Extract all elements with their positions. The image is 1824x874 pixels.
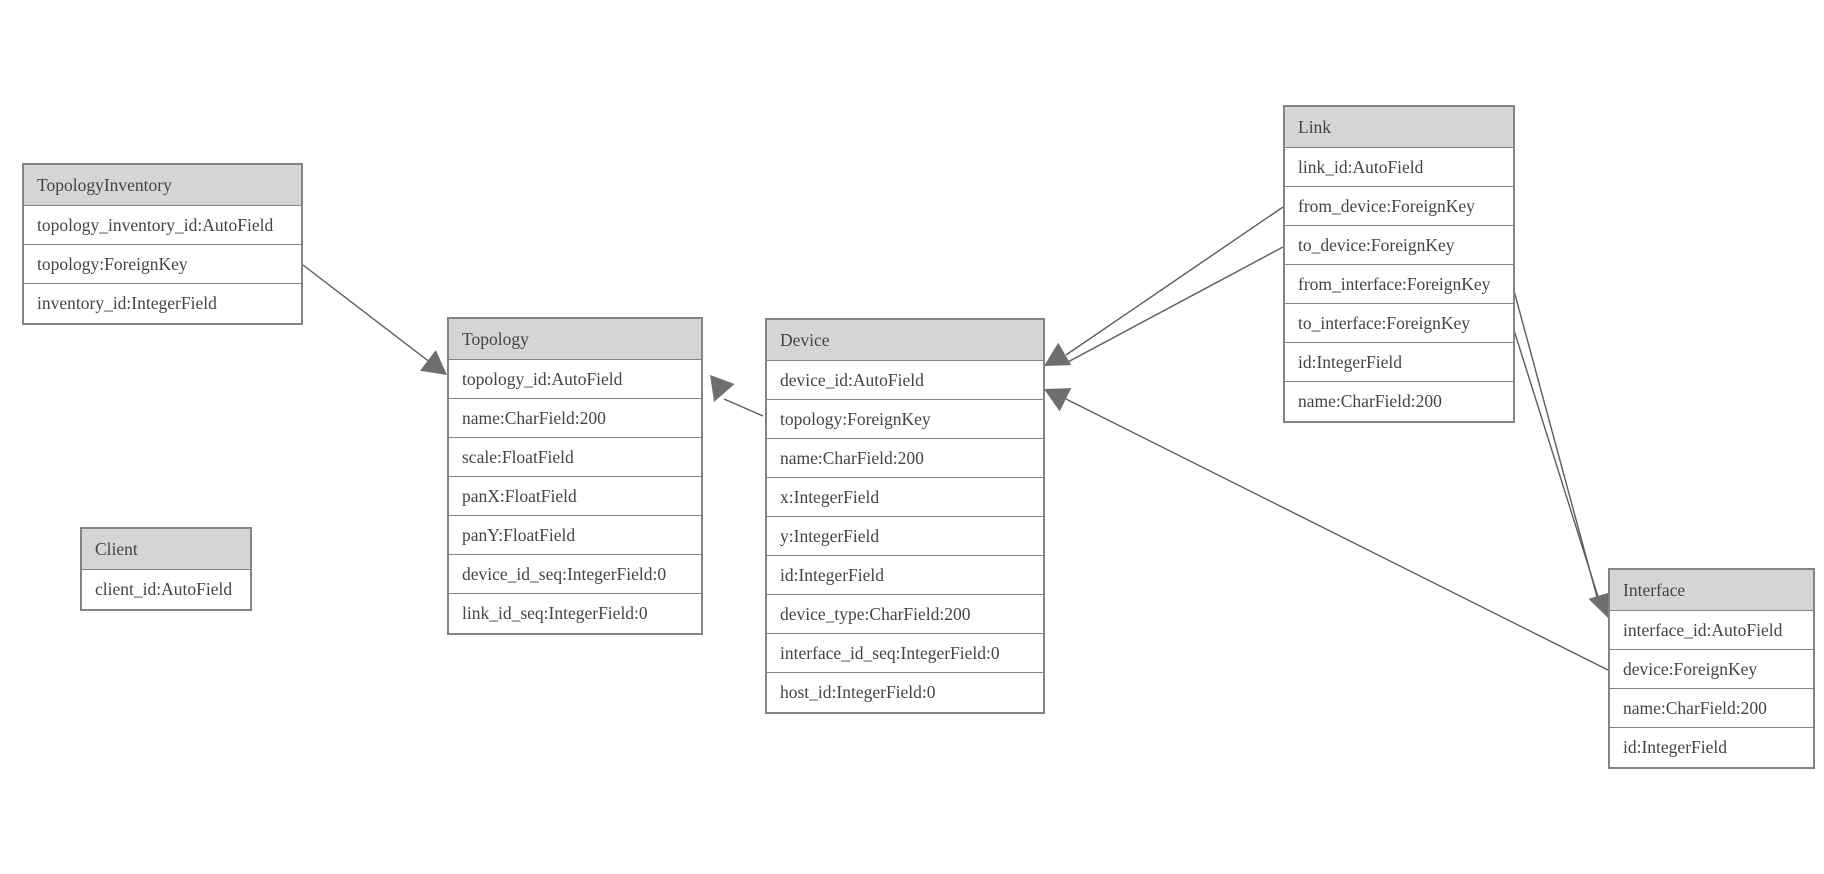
relationship-arrowhead-link-device (1044, 342, 1072, 366)
field-host_id: host_id:IntegerField:0 (767, 673, 1043, 712)
field-device_id_seq: device_id_seq:IntegerField:0 (449, 555, 701, 594)
field-from_device: from_device:ForeignKey (1285, 187, 1513, 226)
entity-title-topology-inventory: TopologyInventory (24, 165, 301, 206)
field-y: y:IntegerField (767, 517, 1043, 556)
field-device_type: device_type:CharField:200 (767, 595, 1043, 634)
field-topology_id: topology_id:AutoField (449, 360, 701, 399)
field-interface_id: interface_id:AutoField (1610, 611, 1813, 650)
field-device: device:ForeignKey (1610, 650, 1813, 689)
relationship-arrowhead-device-topology (710, 374, 735, 402)
field-name: name:CharField:200 (1610, 689, 1813, 728)
field-topology: topology:ForeignKey (767, 400, 1043, 439)
relationship-arrowhead-interface-device (1044, 388, 1072, 412)
field-inventory_id: inventory_id:IntegerField (24, 284, 301, 323)
field-topology: topology:ForeignKey (24, 245, 301, 284)
field-topology_inventory_id: topology_inventory_id:AutoField (24, 206, 301, 245)
field-name: name:CharField:200 (767, 439, 1043, 478)
relationship-line-device-topology (723, 398, 764, 417)
entity-title-interface: Interface (1610, 570, 1813, 611)
field-to_interface: to_interface:ForeignKey (1285, 304, 1513, 343)
relationship-line-interface-device (1065, 398, 1609, 671)
field-link_id_seq: link_id_seq:IntegerField:0 (449, 594, 701, 633)
relationship-arrowhead-link-interface (1588, 591, 1614, 618)
field-panX: panX:FloatField (449, 477, 701, 516)
field-panY: panY:FloatField (449, 516, 701, 555)
field-x: x:IntegerField (767, 478, 1043, 517)
field-to_device: to_device:ForeignKey (1285, 226, 1513, 265)
field-interface_id_seq: interface_id_seq:IntegerField:0 (767, 634, 1043, 673)
field-from_interface: from_interface:ForeignKey (1285, 265, 1513, 304)
field-device_id: device_id:AutoField (767, 361, 1043, 400)
entity-title-device: Device (767, 320, 1043, 361)
field-client_id: client_id:AutoField (82, 570, 250, 609)
field-name: name:CharField:200 (449, 399, 701, 438)
relationship-line-link-interface (1512, 286, 1598, 598)
field-id: id:IntegerField (767, 556, 1043, 595)
field-link_id: link_id:AutoField (1285, 148, 1513, 187)
relationship-line-link-device (1065, 206, 1284, 356)
relationship-line-link-interface (1512, 326, 1601, 604)
field-id: id:IntegerField (1610, 728, 1813, 767)
entity-title-topology: Topology (449, 319, 701, 360)
entity-title-link: Link (1285, 107, 1513, 148)
relationship-line-topologyinventory-topology (302, 264, 432, 364)
field-id: id:IntegerField (1285, 343, 1513, 382)
field-scale: scale:FloatField (449, 438, 701, 477)
entity-title-client: Client (82, 529, 250, 570)
field-name: name:CharField:200 (1285, 382, 1513, 421)
relationship-line-link-device (1065, 246, 1284, 364)
relationship-arrowhead-topologyinventory-topology (420, 350, 447, 375)
